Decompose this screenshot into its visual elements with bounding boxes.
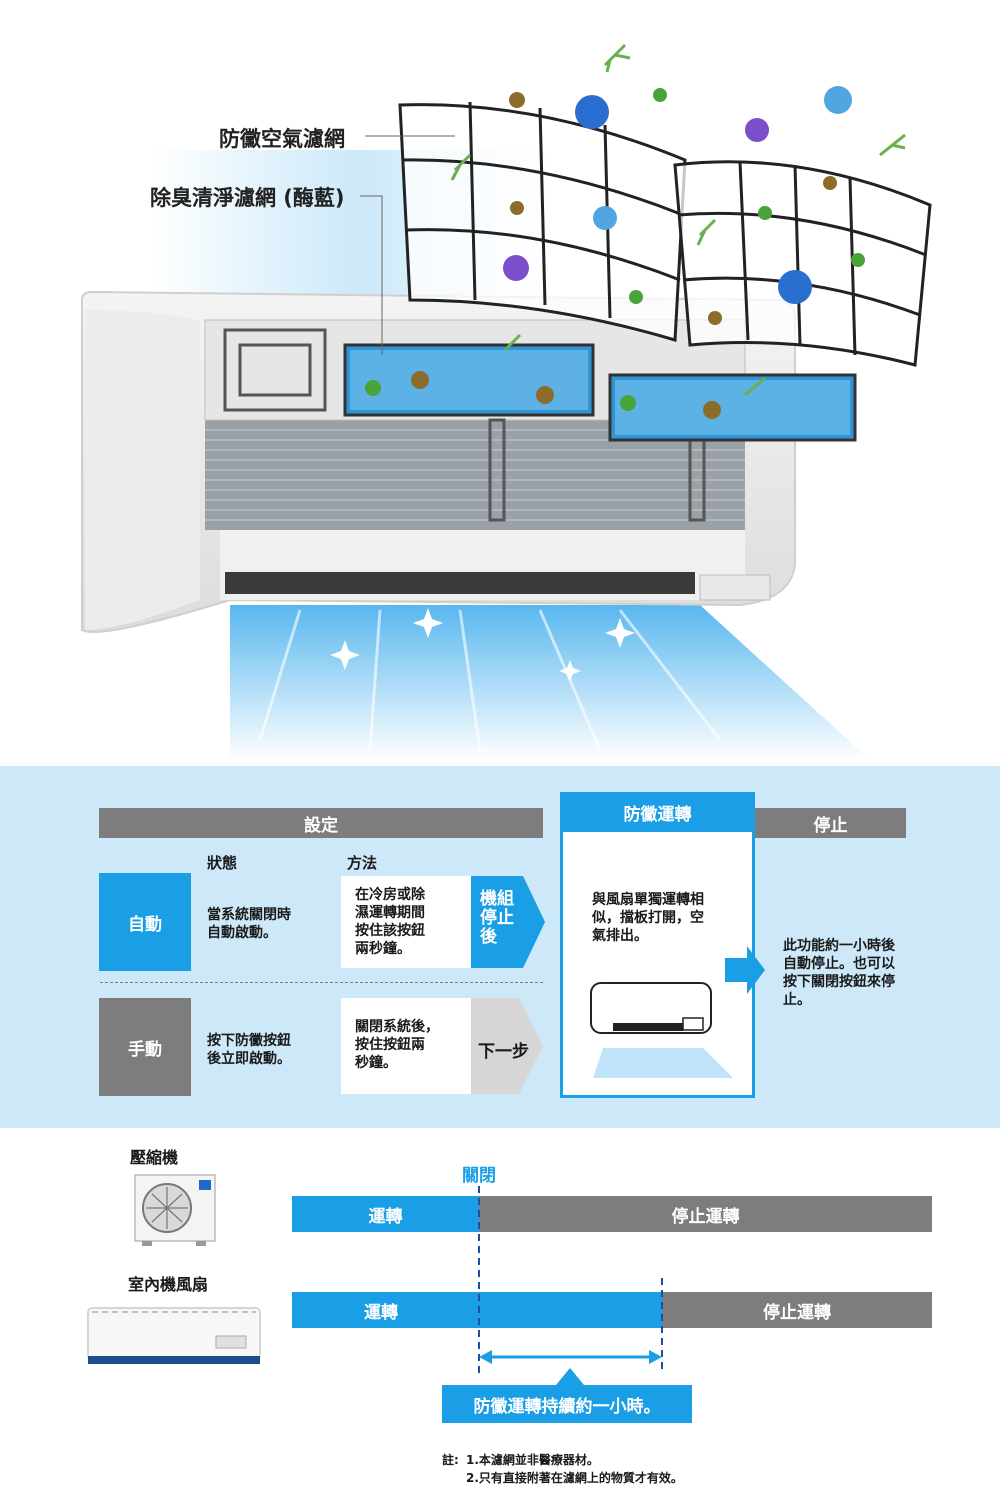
note-line-2: 2.只有直接附著在濾網上的物質才有效。 (466, 1471, 683, 1485)
sparkles (330, 608, 635, 682)
microbe-particles (365, 86, 865, 419)
fan-label: 室內機風扇 (128, 1275, 209, 1294)
air-filter-right (673, 160, 932, 367)
row-divider (100, 982, 543, 983)
header-stop: 停止 (755, 808, 906, 838)
auto-method-box: 在冷房或除 濕運轉期間 按住該按鈕 兩秒鐘。 (341, 876, 471, 968)
note-line-1: 1.本濾網並非醫療器材。 (466, 1453, 599, 1467)
header-mold-proof: 防黴運轉 (623, 804, 692, 825)
timing-markers (478, 1186, 663, 1385)
airflow-stream (230, 605, 870, 760)
manual-state-text: 按下防黴按鈕 後立即啟動。 (207, 1033, 291, 1067)
off-label: 關閉 (462, 1166, 496, 1186)
compressor-run-bar: 運轉 (292, 1196, 479, 1232)
header-settings: 設定 (99, 808, 543, 838)
compressor-stop-bar: 停止運轉 (479, 1196, 932, 1232)
mode-manual: 手動 (99, 998, 191, 1096)
timing-diagram: 壓縮機 關閉 運轉 停止運轉 室內機風扇 運轉 停止運轉 防黴運轉持續約一小時。… (0, 1128, 1000, 1500)
manual-method-box: 關閉系統後， 按住按鈕兩 秒鐘。 (341, 998, 471, 1094)
outdoor-unit-icon (134, 1174, 216, 1246)
stop-desc: 此功能約一小時後 自動停止。也可以 按下關閉按鈕來停 止。 (783, 938, 895, 1008)
column-method: 方法 (347, 854, 378, 872)
indoor-unit-small-icon (87, 1307, 261, 1364)
manual-arrow-text: 下一步 (478, 1042, 529, 1062)
auto-arrow (471, 876, 545, 968)
mode-auto: 自動 (99, 873, 191, 971)
duration-banner: 防黴運轉持續約一小時。 (442, 1385, 692, 1423)
fan-run-bar: 運轉 (292, 1292, 662, 1328)
hero-illustration: 防黴空氣濾網 除臭清淨濾網 (酶藍) (81, 43, 932, 760)
compressor-label: 壓縮機 (130, 1148, 179, 1167)
process-panel: 設定 停止 防黴運轉 狀態 方法 自動 當系統關閉時 自動啟動。 在冷房或除 濕… (0, 766, 1000, 1128)
note-prefix: 註: (442, 1453, 459, 1467)
auto-state-text: 當系統關閉時 自動啟動。 (207, 907, 291, 941)
label-deodorizing-filter: 除臭清淨濾網 (酶藍) (150, 186, 345, 210)
mold-proof-desc: 與風扇單獨運轉相 似，擋板打開，空 氣排出。 (592, 892, 704, 944)
column-state: 狀態 (207, 854, 238, 872)
auto-arrow-text: 機組 停止 後 (480, 889, 514, 947)
mold-spores (450, 43, 906, 397)
arrow-to-stop (725, 946, 765, 994)
air-conditioner-illustration (81, 43, 932, 760)
indoor-unit-icon (590, 982, 733, 1078)
manual-arrow (471, 998, 543, 1094)
label-air-filter: 防黴空氣濾網 (219, 127, 345, 151)
fan-stop-bar: 停止運轉 (662, 1292, 932, 1328)
